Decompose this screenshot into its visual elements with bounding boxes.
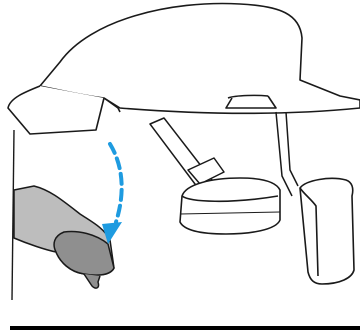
motion-arrow-path (110, 144, 122, 222)
brake-pedal-arm (150, 118, 224, 188)
accelerator-pedal (300, 178, 354, 284)
brake-pedal (180, 178, 280, 234)
accelerator-pedal-arm (276, 112, 298, 196)
ground-line (10, 326, 360, 330)
dashboard-panel (8, 3, 360, 134)
motion-arrow (102, 144, 122, 244)
driver-foot (14, 186, 114, 288)
